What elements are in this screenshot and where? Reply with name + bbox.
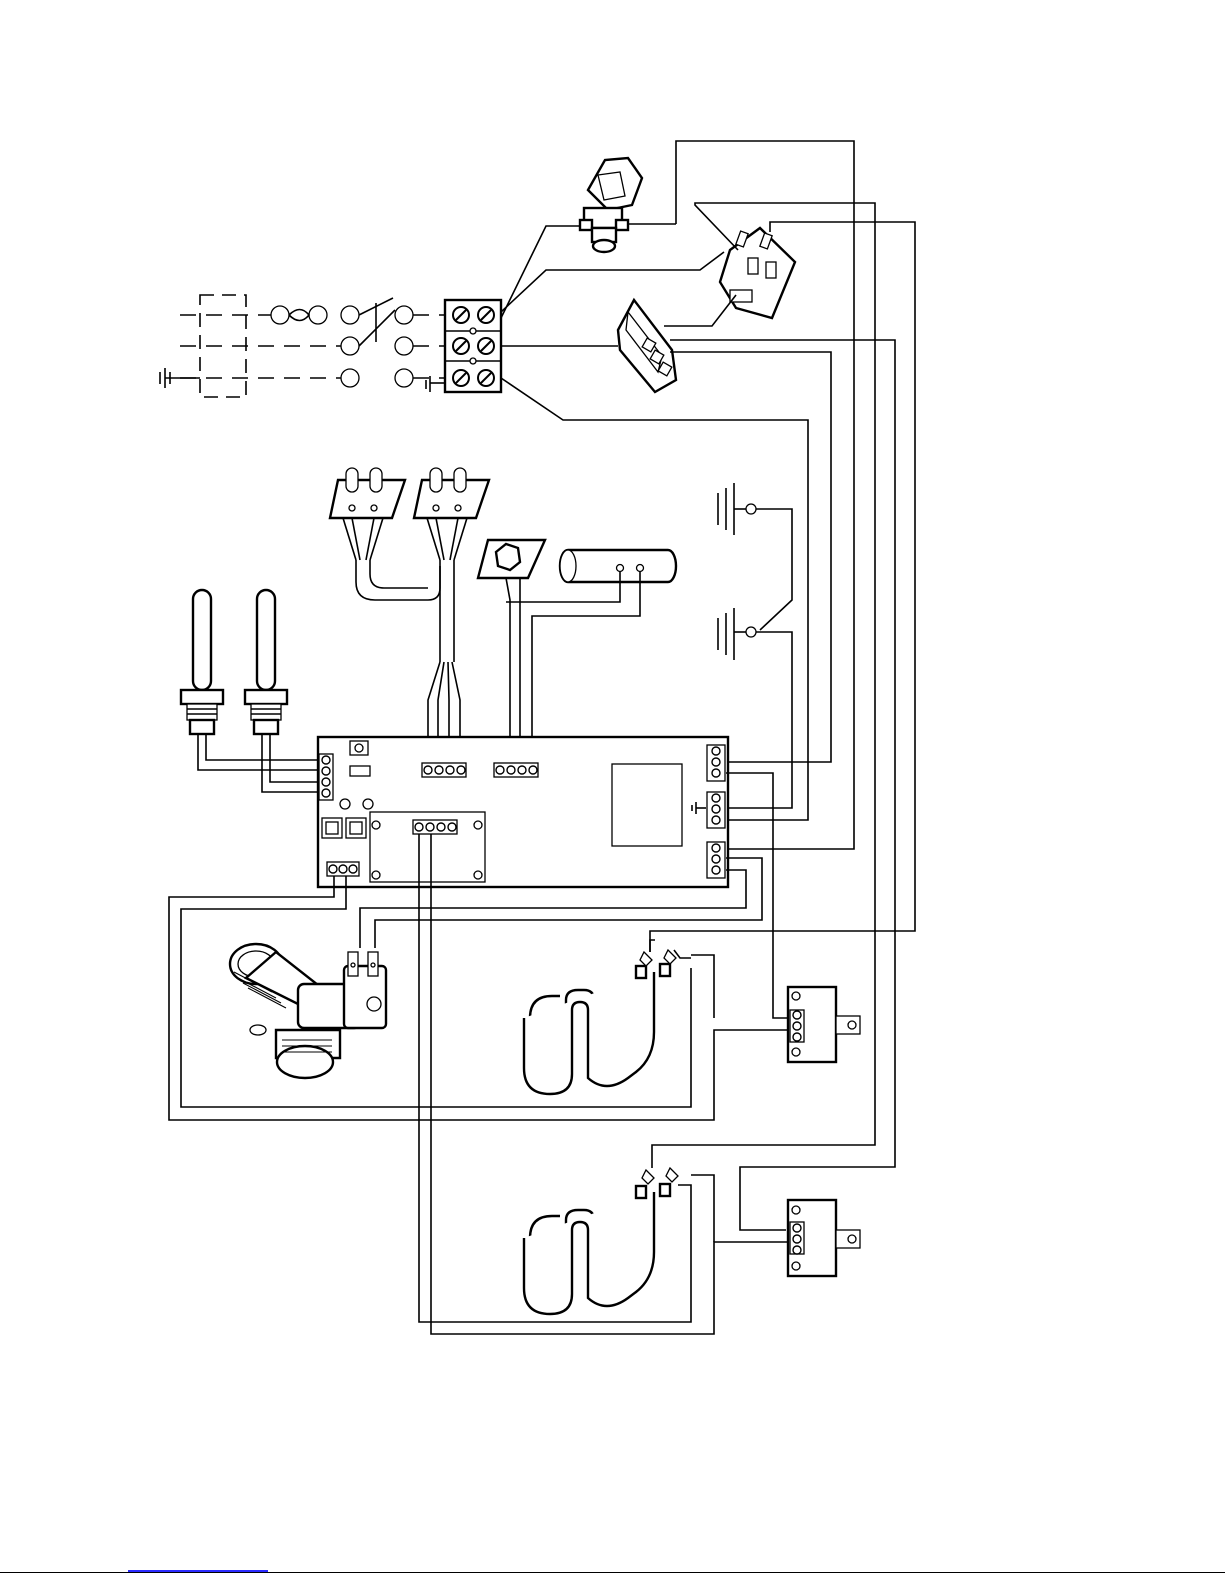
- terminal-block: [426, 300, 501, 392]
- control-board: [318, 737, 728, 887]
- temperature-sensor: [478, 540, 545, 765]
- probe-connector-left: [330, 468, 405, 518]
- power-supply-disconnect: [160, 295, 445, 397]
- fuse-symbol: [271, 306, 327, 324]
- thermistor-tube: [506, 550, 676, 765]
- footer-rule: [0, 1572, 1225, 1573]
- heating-element-lower: [524, 1168, 678, 1314]
- heating-element-upper: [524, 940, 691, 1094]
- level-probe-left: [181, 590, 318, 770]
- level-probe-right: [245, 590, 318, 792]
- probe-harness: [343, 518, 467, 765]
- thermal-cutout-upper: [788, 987, 860, 1062]
- earth-ground-icon: [160, 368, 200, 388]
- ground-terminal-upper: [718, 483, 792, 630]
- probe-connector-right: [414, 468, 489, 518]
- relay: [650, 203, 915, 1168]
- thermal-cutout-lower: [788, 1200, 860, 1276]
- footer-link-underline[interactable]: [128, 1570, 268, 1572]
- solenoid-water-valve: [230, 944, 386, 1078]
